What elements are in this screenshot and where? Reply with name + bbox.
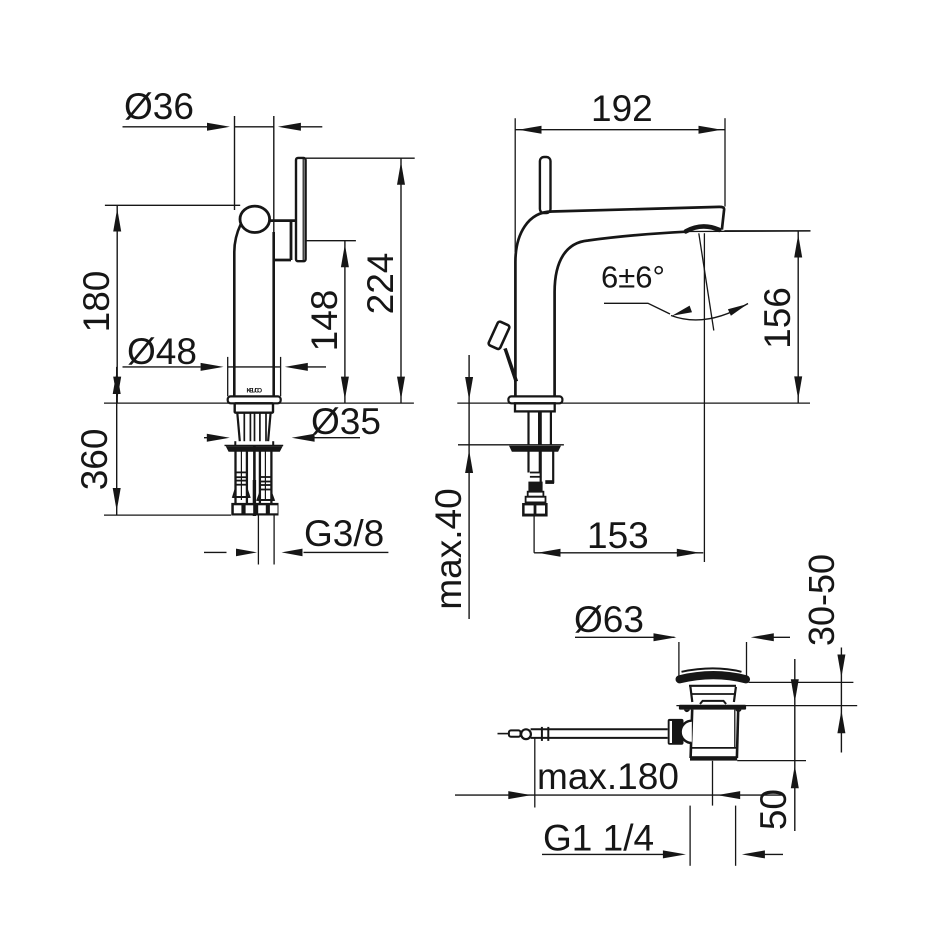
svg-text:Ø35: Ø35 (311, 401, 381, 442)
svg-text:153: 153 (587, 515, 649, 556)
svg-text:max.40: max.40 (428, 488, 469, 609)
svg-text:30-50: 30-50 (801, 554, 842, 646)
svg-text:224: 224 (360, 253, 401, 315)
svg-text:G3/8: G3/8 (304, 513, 384, 554)
svg-text:max.180: max.180 (537, 756, 679, 797)
svg-text:50: 50 (753, 789, 794, 830)
svg-text:KEUCO: KEUCO (247, 388, 263, 395)
svg-text:Ø36: Ø36 (124, 86, 194, 127)
svg-text:Ø63: Ø63 (574, 599, 644, 640)
svg-text:G1 1/4: G1 1/4 (543, 818, 654, 859)
svg-text:192: 192 (591, 88, 653, 129)
svg-text:148: 148 (304, 290, 345, 352)
svg-text:360: 360 (74, 429, 115, 491)
svg-text:180: 180 (76, 271, 117, 333)
svg-text:Ø48: Ø48 (127, 331, 197, 372)
svg-text:6±6°: 6±6° (601, 260, 665, 295)
svg-text:156: 156 (757, 287, 798, 349)
